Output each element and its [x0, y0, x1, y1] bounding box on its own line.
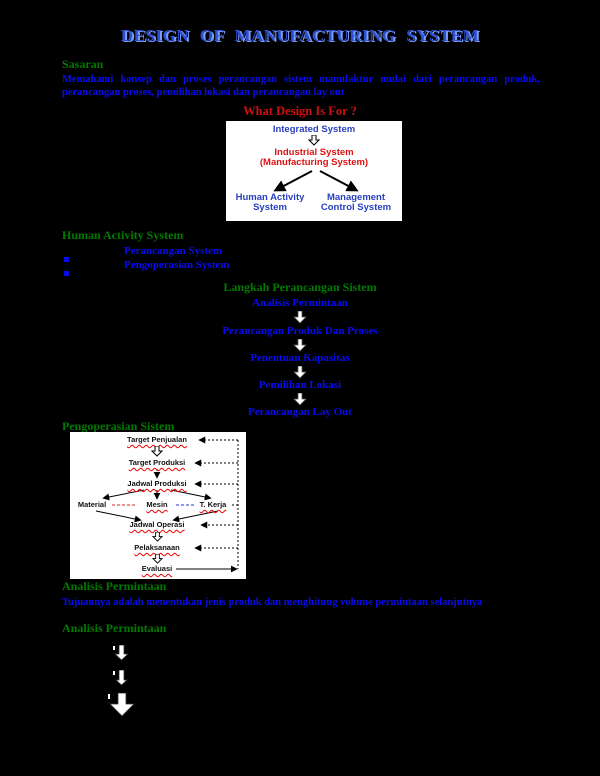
down-block-arrow-icon — [152, 532, 163, 542]
step-perancangan-layout: Perancangan Lay Out — [248, 406, 352, 418]
step-penentuan-kapasitas: Penentuan Kapasitas — [250, 352, 350, 364]
analisis-body: Tujuannya adalah menentukan jenis produk… — [62, 597, 483, 608]
what-design-figure: Integrated System Industrial System (Man… — [226, 121, 402, 221]
pengoperasian-figure: Target Penjualan Target Produksi Jadwal … — [70, 432, 246, 579]
down-block-arrow-icon — [113, 670, 129, 686]
step-analisis-permintaan: Analisis Permintaan — [252, 297, 348, 309]
flow-jadwal-produksi: Jadwal Produksi — [127, 479, 187, 488]
down-block-arrow-icon — [151, 446, 163, 457]
flow-t-kerja: T. Kerja — [199, 500, 227, 509]
what-design-heading: What Design Is For ? — [243, 104, 357, 118]
human-activity-heading: Human Activity System — [62, 228, 184, 242]
integrated-system-node: Integrated System — [272, 124, 356, 135]
list-item: Pengoperasian System — [124, 259, 230, 271]
flow-target-produksi: Target Produksi — [128, 458, 186, 467]
pengoperasian-heading: Pengoperasian Sistem — [62, 419, 175, 433]
flow-target-penjualan: Target Penjualan — [127, 435, 187, 444]
down-block-arrow-icon — [113, 645, 130, 661]
flow-evaluasi: Evaluasi — [141, 564, 173, 573]
analisis-heading-1: Analisis Permintaan — [62, 579, 167, 593]
branch-arrows-icon — [273, 170, 359, 192]
sasaran-body: Memahami konsep dan proses perancangan s… — [62, 74, 540, 98]
down-block-arrow-icon — [108, 693, 135, 717]
down-block-arrow-icon — [308, 135, 320, 146]
flow-material: Material — [77, 500, 107, 509]
bullet-icon — [64, 249, 69, 267]
down-block-arrow-icon — [152, 554, 163, 564]
flow-pelaksanaan: Pelaksanaan — [134, 543, 180, 552]
analisis-heading-2: Analisis Permintaan — [62, 621, 167, 635]
step-pemilihan-lokasi: Pemilihan Lokasi — [258, 379, 342, 391]
down-block-arrow-icon — [0, 365, 600, 384]
down-block-arrow-icon — [0, 392, 600, 411]
flow-jadwal-operasi: Jadwal Operasi — [129, 520, 185, 529]
management-control-node: Management Control System — [320, 192, 392, 213]
human-activity-node: Human Activity System — [235, 192, 305, 213]
sasaran-heading: Sasaran — [62, 57, 104, 71]
bullet-icon — [64, 263, 69, 281]
list-item: Perancangan System — [124, 245, 223, 257]
down-block-arrow-icon — [0, 338, 600, 357]
flowchart-lines-icon — [95, 436, 239, 573]
flow-mesin: Mesin — [146, 500, 168, 509]
industrial-system-node: Industrial System (Manufacturing System) — [259, 147, 369, 168]
page-title: DESIGN OF MANUFACTURING SYSTEM — [120, 26, 480, 45]
step-perancangan-produk: Perancangan Produk Dan Proses — [222, 325, 378, 337]
down-block-arrow-icon — [0, 310, 600, 329]
langkah-heading: Langkah Perancangan Sistem — [223, 280, 377, 294]
